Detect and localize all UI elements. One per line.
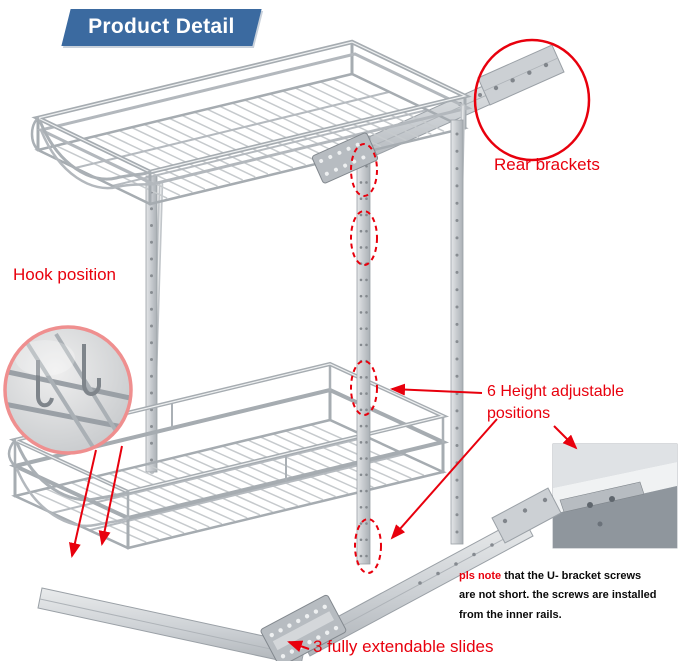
bottom-basket bbox=[7, 361, 450, 550]
top-basket bbox=[30, 39, 473, 206]
rear-bracket-highlight-circle bbox=[473, 38, 591, 162]
note-highlight: pls note bbox=[459, 570, 502, 582]
label-height-positions: 6 Height adjustable positions bbox=[487, 381, 624, 424]
bottom-slide-carriage bbox=[260, 594, 347, 661]
note-text: pls note that the U- bracket screws are … bbox=[459, 567, 679, 625]
inset-arrow bbox=[553, 425, 578, 450]
right-vertical-rail bbox=[450, 103, 466, 545]
label-rear-brackets: Rear brackets bbox=[494, 155, 600, 174]
middle-vertical-rail bbox=[356, 135, 371, 565]
banner-title: Product Detail bbox=[88, 15, 235, 38]
note-line1-rest: that the U- bracket screws bbox=[501, 570, 642, 582]
note-line3: from the inner rails. bbox=[459, 608, 562, 621]
hook-arrow-1 bbox=[69, 449, 97, 558]
hook-position-magnifier bbox=[3, 325, 133, 455]
height-arrow-2 bbox=[390, 418, 498, 540]
label-height-line1: 6 Height adjustable bbox=[487, 383, 624, 400]
annotation-arrows bbox=[69, 383, 578, 652]
note-line1: pls note that the U- bracket screws bbox=[459, 567, 679, 586]
label-hook-position: Hook position bbox=[13, 265, 117, 284]
height-adjustable-hole-markers bbox=[350, 143, 382, 574]
slides-arrow bbox=[287, 640, 310, 652]
note-line2: are not short. the screws are installed bbox=[459, 589, 657, 602]
left-vertical-rail bbox=[145, 175, 164, 475]
rear-bracket-plate bbox=[477, 44, 565, 106]
bottom-left-slide-rail bbox=[37, 587, 306, 661]
label-extendable-slides: 3 fully extendable slides bbox=[313, 637, 494, 656]
section-banner: Product Detail bbox=[61, 9, 262, 46]
height-arrow-1 bbox=[390, 383, 483, 396]
label-height-line2: positions bbox=[487, 404, 551, 422]
hook-arrow-2 bbox=[98, 445, 123, 546]
inset-slide-photo bbox=[552, 443, 678, 549]
